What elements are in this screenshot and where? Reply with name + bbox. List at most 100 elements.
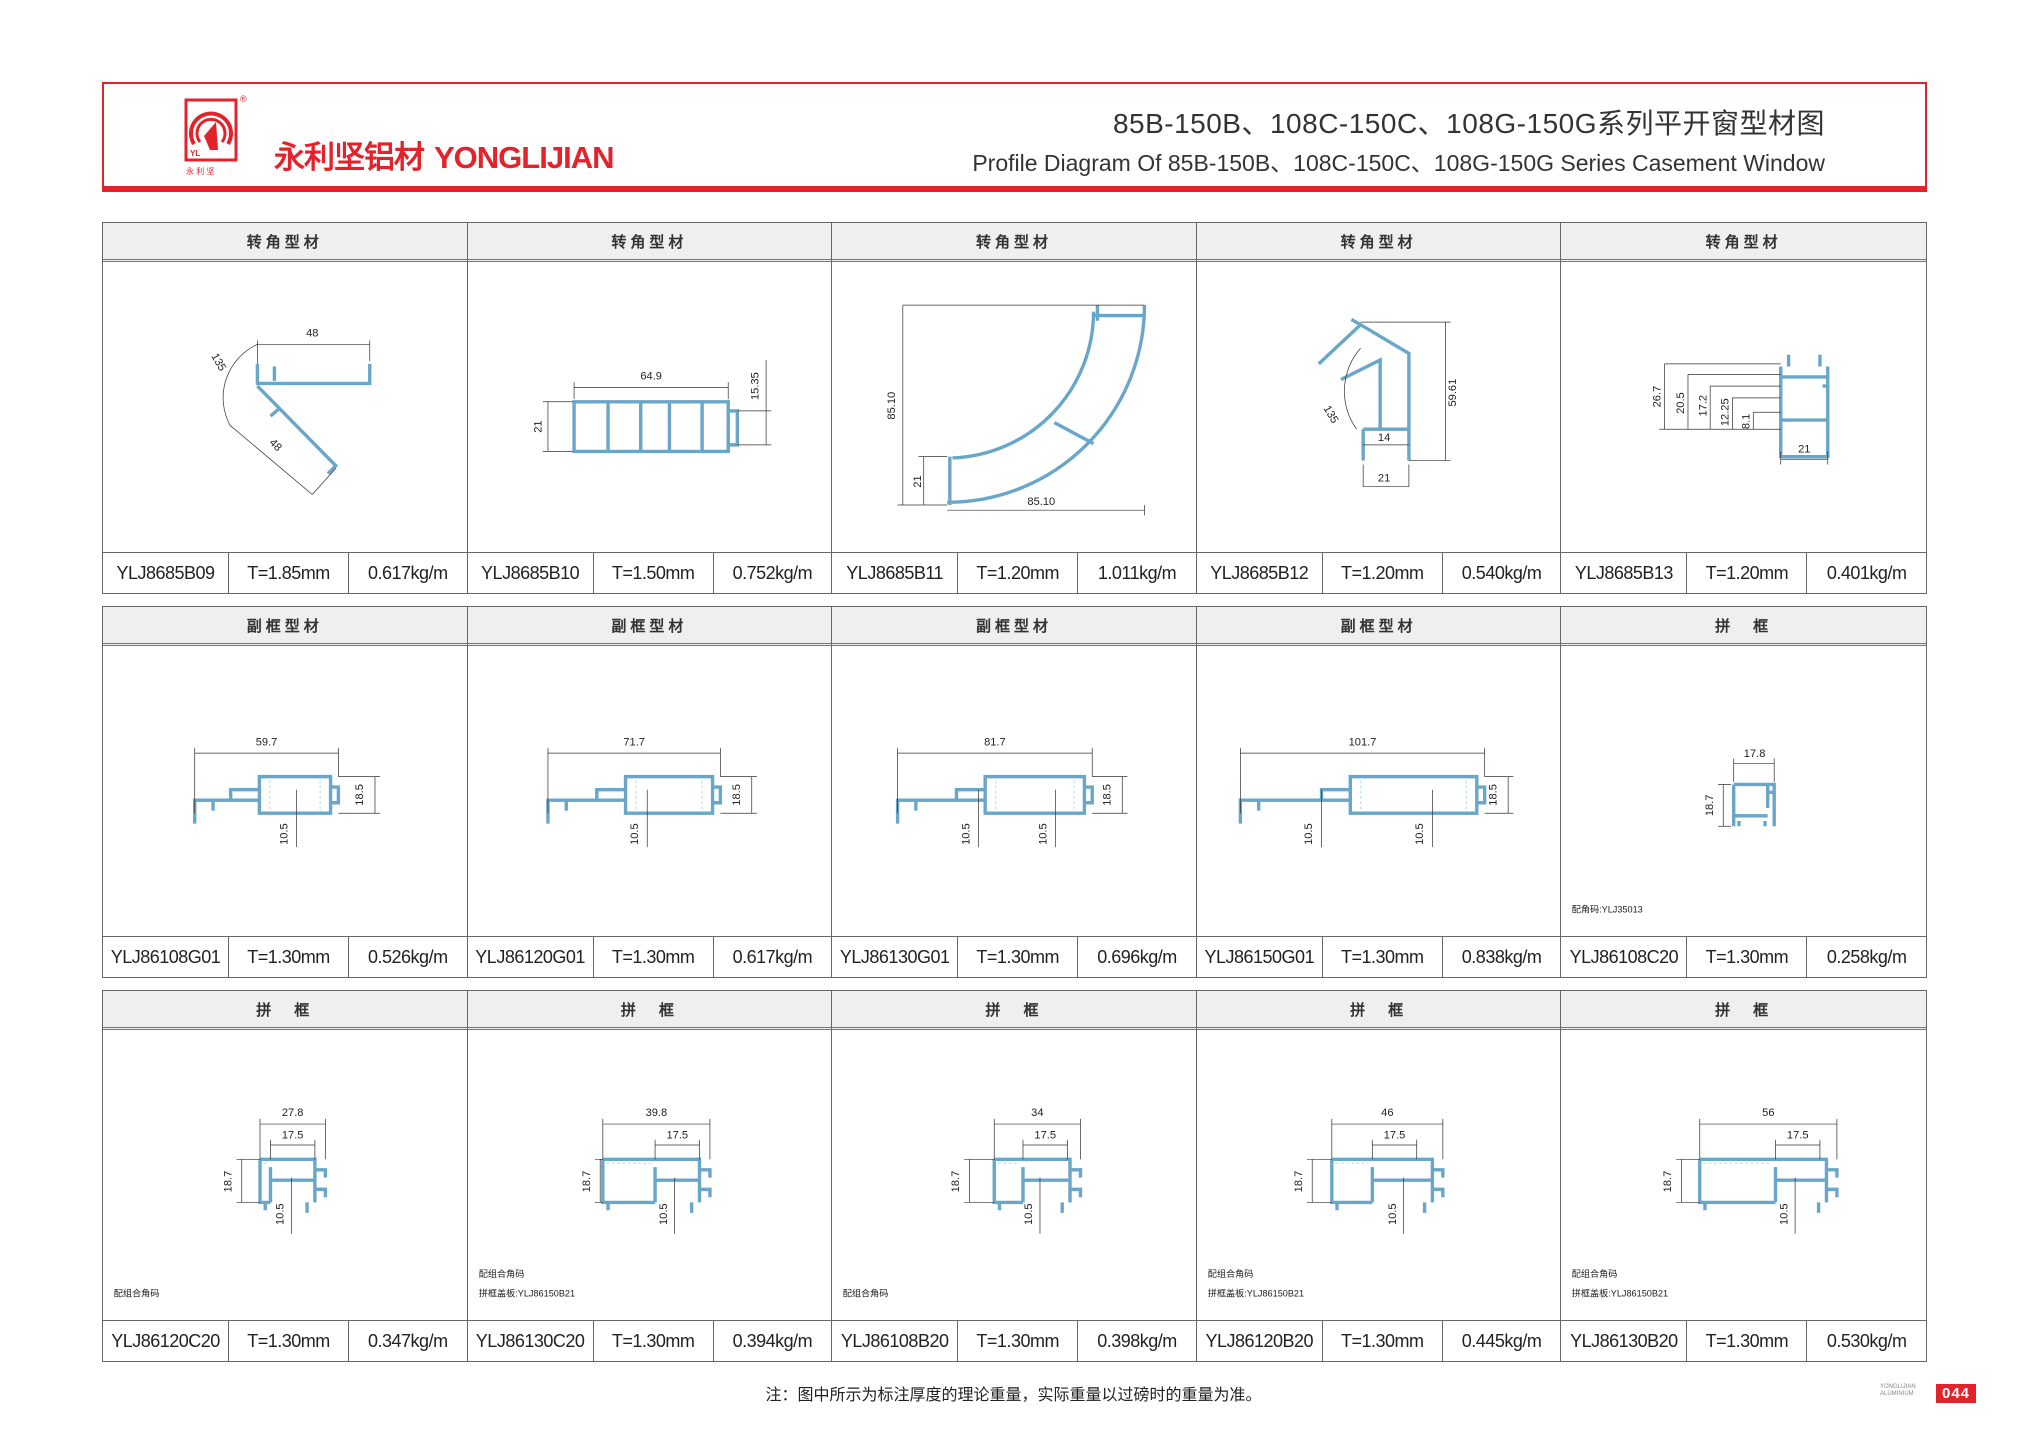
dimension-label: 59.7 (256, 736, 278, 748)
dimension-label: 18.7 (950, 1171, 962, 1193)
profile-code: YLJ86120B20 (1197, 1321, 1323, 1361)
profile-code: YLJ86150G01 (1197, 937, 1323, 977)
dimension-label: 56 (1763, 1107, 1775, 1119)
profile-spec-row: YLJ86130C20 T=1.30mm 0.394kg/m (467, 1320, 832, 1361)
dimension-label: 48 (267, 437, 284, 454)
profile-code: YLJ86108G01 (103, 937, 229, 977)
profile-note: 配组合角码 (1208, 1268, 1254, 1279)
dimension-label: 17.5 (1787, 1129, 1809, 1141)
profile-thickness: T=1.50mm (594, 553, 714, 593)
profile-weight: 0.530kg/m (1826, 1330, 1907, 1351)
svg-text:永 利 坚: 永 利 坚 (186, 166, 214, 176)
profile-code: YLJ86108B20 (832, 1321, 959, 1361)
profile-category: 转角型材 (1196, 223, 1561, 262)
profile-code: YLJ86120C20 (103, 1321, 229, 1361)
profile-thickness: T=1.30mm (229, 1321, 349, 1361)
profile-spec-row: YLJ86120C20 T=1.30mm 0.347kg/m (103, 1320, 467, 1361)
dimension-label: 10.5 (629, 823, 641, 845)
page-number: 044 (1936, 1384, 1977, 1403)
dimension-label: 15.35 (749, 372, 761, 400)
profile-spec-row: YLJ86120G01 T=1.30mm 0.617kg/m (467, 936, 832, 977)
profile-spec-row: YLJ86130G01 T=1.30mm 0.696kg/m (832, 936, 1196, 977)
profile-category: 转角型材 (103, 223, 467, 262)
dimension-label: 18.7 (1704, 795, 1716, 817)
profile-spec-row: YLJ86108B20 T=1.30mm 0.398kg/m (832, 1320, 1196, 1361)
profile-weight: 0.398kg/m (1097, 1330, 1177, 1351)
dimension-label: 12.25 (1720, 398, 1732, 426)
profile-category: 拼 框 (832, 991, 1196, 1030)
profile-spec-row: YLJ8685B10 T=1.50mm 0.752kg/m (467, 552, 832, 593)
dimension-label: 18.7 (1293, 1171, 1305, 1193)
profile-spec-row: YLJ86120B20 T=1.30mm 0.445kg/m (1196, 1320, 1561, 1361)
profile-thickness: T=1.30mm (1687, 1321, 1808, 1361)
profile-weight: 0.347kg/m (368, 1330, 448, 1351)
dimension-label: 17.5 (282, 1129, 304, 1141)
dimension-label: 135 (208, 351, 228, 373)
profile-thickness: T=1.85mm (229, 553, 349, 593)
company-logo: YL 永 利 坚 ® (184, 94, 247, 176)
dimension-label: 10.5 (657, 1203, 669, 1225)
page-title-en: Profile Diagram Of 85B-150B、108C-150C、10… (972, 150, 1825, 176)
profile-thickness: T=1.30mm (594, 937, 714, 977)
dimension-label: 18.5 (1102, 784, 1114, 806)
profile-category: 拼 框 (1561, 991, 1926, 1030)
profile-category: 拼 框 (103, 991, 467, 1030)
dimension-label: 18.7 (1662, 1171, 1674, 1193)
dimension-label: 10.5 (1303, 823, 1315, 845)
weight-note: 注：图中所示为标注厚度的理论重量，实际重量以过磅时的重量为准。 (765, 1387, 1262, 1404)
profile-thickness: T=1.30mm (1687, 937, 1808, 977)
dimension-label: 18.5 (731, 784, 743, 806)
dimension-label: 10.5 (275, 1203, 287, 1225)
profile-category: 转角型材 (1561, 223, 1926, 262)
profile-weight: 0.258kg/m (1826, 946, 1907, 967)
profile-code: YLJ86130C20 (468, 1321, 594, 1361)
profile-code: YLJ8685B09 (103, 553, 229, 593)
profile-code: YLJ86130B20 (1561, 1321, 1688, 1361)
dimension-label: 14 (1378, 432, 1390, 444)
dimension-label: 10.5 (1387, 1203, 1399, 1225)
page-brand-sub: ALUMINIUM (1880, 1391, 1914, 1397)
profile-code: YLJ8685B11 (832, 553, 959, 593)
dimension-label: 17.2 (1698, 395, 1710, 417)
profile-thickness: T=1.30mm (1323, 937, 1443, 977)
profile-spec-row: YLJ86108C20 T=1.30mm 0.258kg/m (1561, 936, 1926, 977)
dimension-label: 21 (1378, 472, 1390, 484)
dimension-label: 85.10 (1028, 496, 1056, 508)
dimension-label: 17.5 (666, 1129, 688, 1141)
profile-thickness: T=1.30mm (594, 1321, 714, 1361)
dimension-label: 26.7 (1652, 386, 1664, 408)
profile-spec-row: YLJ86130B20 T=1.30mm 0.530kg/m (1561, 1320, 1926, 1361)
profile-category: 拼 框 (1196, 991, 1561, 1030)
profile-note: 拼框盖板:YLJ86150B21 (478, 1287, 574, 1298)
profile-thickness: T=1.20mm (1687, 553, 1808, 593)
dimension-label: 46 (1381, 1107, 1393, 1119)
dimension-label: 81.7 (984, 736, 1006, 748)
profile-weight: 0.696kg/m (1097, 946, 1177, 967)
profile-category: 拼 框 (467, 991, 832, 1030)
dimension-label: 17.8 (1744, 748, 1766, 760)
profile-category: 副框型材 (103, 607, 467, 646)
profile-category: 副框型材 (832, 607, 1196, 646)
profile-spec-row: YLJ8685B12 T=1.20mm 0.540kg/m (1196, 552, 1561, 593)
dimension-label: 59.61 (1447, 379, 1459, 407)
